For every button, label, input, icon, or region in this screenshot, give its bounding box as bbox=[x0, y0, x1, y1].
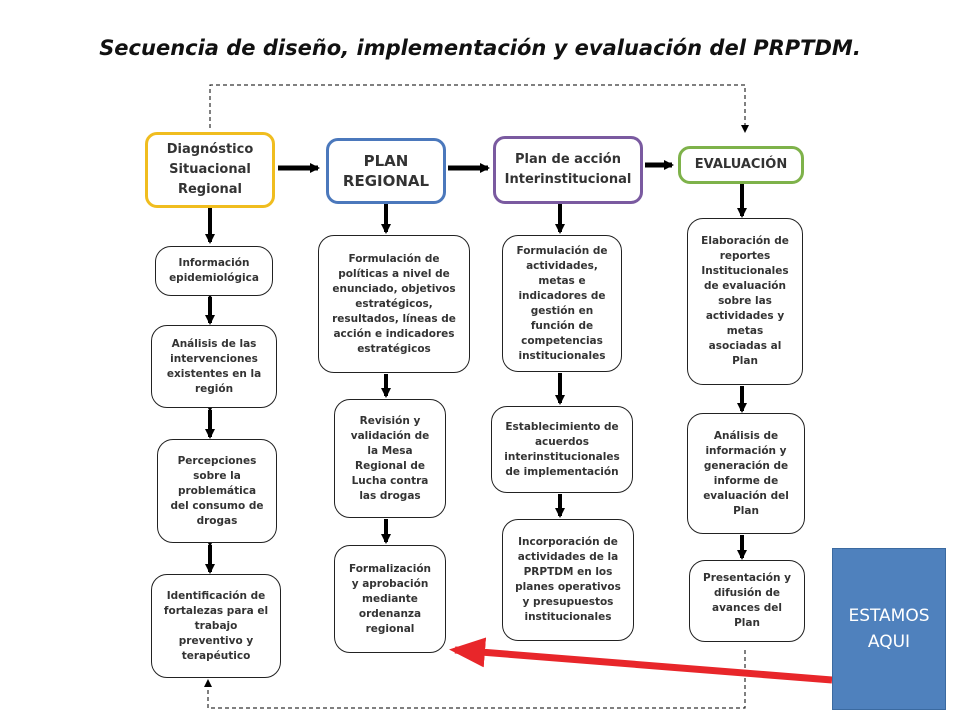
eval-step-2: Análisis de información y generación de … bbox=[687, 413, 805, 534]
header-evaluacion: EVALUACIÓN bbox=[678, 146, 804, 184]
diag-step-3: Percepciones sobre la problemática del c… bbox=[157, 439, 277, 543]
diag-step-4: Identificación de fortalezas para el tra… bbox=[151, 574, 281, 678]
dashed-loop-top bbox=[209, 84, 749, 133]
eval-step-1: Elaboración de reportes Institucionales … bbox=[687, 218, 803, 385]
accion-step-3: Incorporación de actividades de la PRPTD… bbox=[502, 519, 634, 641]
plan-step-3: Formalización y aprobación mediante orde… bbox=[334, 545, 446, 653]
header-plan-accion: Plan de acción Interinstitucional bbox=[493, 136, 643, 204]
diag-step-1: Información epidemiológica bbox=[155, 246, 273, 296]
estamos-aqui-callout: ESTAMOS AQUI bbox=[832, 548, 946, 710]
header-diagnostico: Diagnóstico Situacional Regional bbox=[145, 132, 275, 208]
plan-step-2: Revisión y validación de la Mesa Regiona… bbox=[334, 399, 446, 518]
dashed-loop-bottom bbox=[204, 650, 746, 709]
diag-step-2: Análisis de las intervenciones existente… bbox=[151, 325, 277, 408]
diagram-title: Secuencia de diseño, implementación y ev… bbox=[99, 36, 861, 60]
accion-step-2: Establecimiento de acuerdos interinstitu… bbox=[491, 406, 633, 493]
plan-step-1: Formulación de políticas a nivel de enun… bbox=[318, 235, 470, 373]
header-plan-regional: PLAN REGIONAL bbox=[326, 138, 446, 204]
accion-step-1: Formulación de actividades, metas e indi… bbox=[502, 235, 622, 372]
red-pointer-arrow bbox=[449, 637, 833, 684]
eval-step-3: Presentación y difusión de avances del P… bbox=[689, 560, 805, 642]
